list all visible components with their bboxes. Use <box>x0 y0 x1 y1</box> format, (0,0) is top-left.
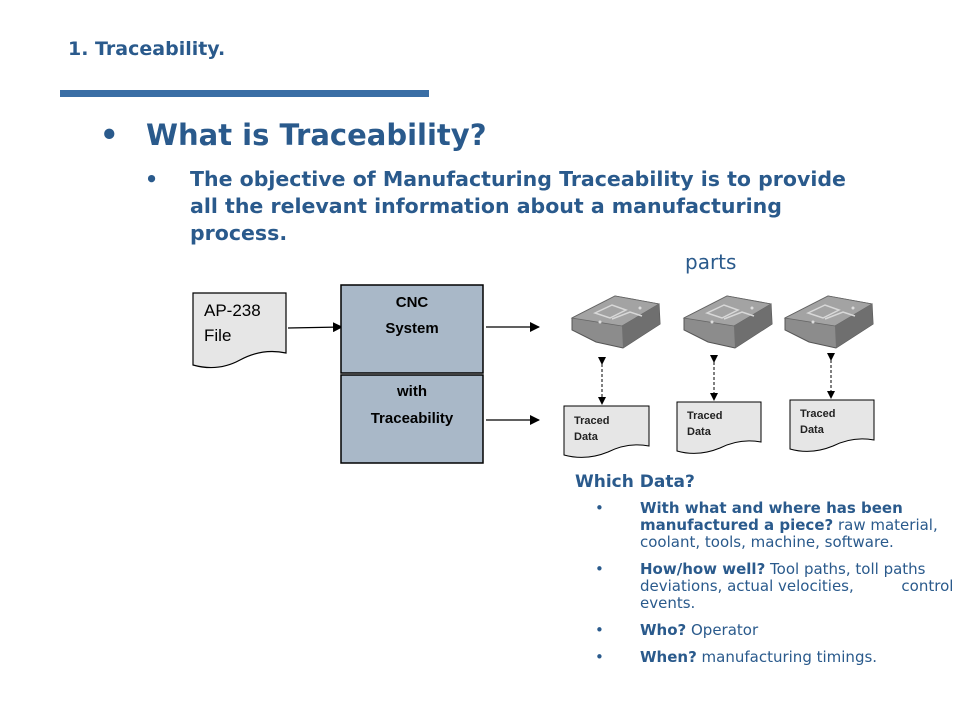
traced-data-1-line2: Data <box>574 431 599 443</box>
list-item-bold: How/how well? <box>640 560 766 578</box>
bullet-dot: • <box>595 621 604 639</box>
bullet-dot: • <box>595 560 604 578</box>
which-data-heading: Which Data? <box>575 472 695 492</box>
traced-data-1-line1: Traced <box>574 415 609 427</box>
ap238-file-doc: AP-238 File <box>192 292 287 369</box>
cnc-label-line1: CNC <box>396 294 429 311</box>
list-item-text: manufacturing timings. <box>696 648 878 666</box>
list-item-bold: Who? <box>640 621 687 639</box>
traced-data-doc-1: Traced Data <box>563 405 650 458</box>
page-heading: What is Traceability? <box>146 118 487 152</box>
cnc-label-line2: System <box>385 320 438 337</box>
traced-data-2-line1: Traced <box>687 410 722 422</box>
list-item: • Who? Operator <box>595 622 955 639</box>
list-item-text: Tool paths, toll paths deviations, actua… <box>640 560 959 612</box>
list-item: • When? manufacturing timings. <box>595 649 955 666</box>
trace-label-line1: with <box>396 383 427 400</box>
cnc-system-box: CNC System <box>340 284 484 374</box>
machined-part-3 <box>783 295 874 349</box>
objective-text: The objective of Manufacturing Traceabil… <box>190 167 846 245</box>
traceability-box: with Traceability <box>340 374 484 464</box>
list-item-text: raw material, coolant, tools, machine, s… <box>640 516 938 551</box>
arrow-file-to-cnc <box>287 322 343 333</box>
trace-label-line2: Traceability <box>371 410 454 427</box>
which-data-list: • With what and where has been manufactu… <box>595 500 955 676</box>
section-title: 1. Traceability. <box>68 38 226 60</box>
list-item-text: Operator <box>686 621 759 639</box>
bullet-dot: • <box>100 118 119 152</box>
traced-data-doc-3: Traced Data <box>789 399 875 452</box>
traced-data-3-line1: Traced <box>800 408 835 420</box>
list-item-bold: When? <box>640 648 697 666</box>
machined-part-2 <box>682 295 773 349</box>
title-underline <box>60 90 429 97</box>
traced-data-3-line2: Data <box>800 424 825 436</box>
parts-label: parts <box>685 250 737 274</box>
list-item: • With what and where has been manufactu… <box>595 500 955 551</box>
machined-part-1 <box>570 295 661 349</box>
traced-data-doc-2: Traced Data <box>676 401 762 454</box>
list-item-bold: With what and where has been manufacture… <box>640 499 903 534</box>
bullet-dot: • <box>595 499 604 517</box>
file-label-line1: AP-238 <box>204 301 261 320</box>
list-item: • How/how well? Tool paths, toll paths d… <box>595 561 955 612</box>
traced-data-2-line2: Data <box>687 426 712 438</box>
file-label-line2: File <box>204 326 231 345</box>
bullet-dot: • <box>145 167 159 191</box>
bullet-dot: • <box>595 648 604 666</box>
